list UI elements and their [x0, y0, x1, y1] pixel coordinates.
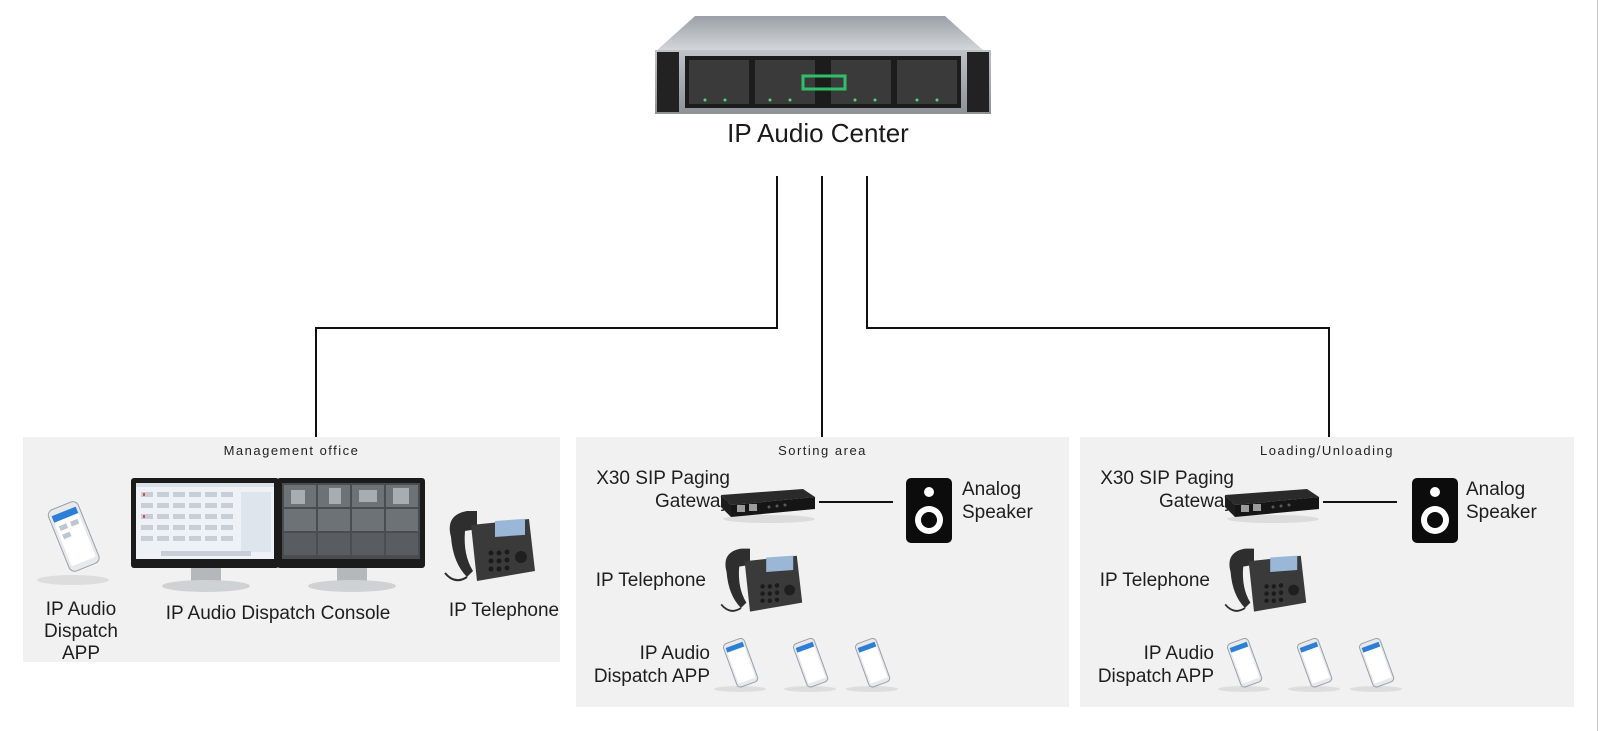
speaker-label: Analog Speaker: [1466, 479, 1537, 523]
connection-line: [866, 327, 1330, 329]
connection-line: [821, 176, 823, 437]
mobile-phone-icon: [714, 638, 898, 692]
desk-telephone-icon: [720, 548, 803, 612]
zone-title: Management office: [223, 443, 360, 458]
gateway-box-icon: [721, 489, 815, 523]
gateway-label: X30 SIP Paging Gateway: [1100, 468, 1234, 512]
page-edge-line: [1597, 0, 1598, 731]
connection-line: [1328, 327, 1330, 437]
telephone-label: IP Telephone: [595, 570, 706, 591]
zone-panel-loading-unloading: Loading/Unloading X30 SIP Paging Gateway…: [1080, 437, 1574, 707]
mobile-phone-icon: [37, 501, 109, 585]
zone-panel-sorting-area: Sorting area X30 SIP Paging Gateway Anal…: [576, 437, 1069, 707]
speaker-icon: [906, 478, 952, 543]
telephone-label: IP Telephone: [448, 600, 560, 621]
desk-telephone-icon: [444, 511, 535, 582]
app-label: IP Audio Dispatch APP: [593, 643, 710, 687]
speaker-icon: [1412, 478, 1458, 543]
speaker-label: Analog Speaker: [962, 479, 1033, 523]
mobile-phone-icon: [1218, 638, 1402, 692]
center-title: IP Audio Center: [727, 118, 909, 148]
gateway-label: X30 SIP Paging Gateway: [596, 468, 730, 512]
gateway-box-icon: [1225, 489, 1319, 523]
connection-line: [315, 327, 778, 329]
connection-line: [866, 176, 868, 329]
zone-panel-management-office: Management office IP Audio Dispatch APP: [23, 437, 560, 664]
zone-title: Sorting area: [778, 443, 867, 458]
desk-telephone-icon: [1224, 548, 1307, 612]
console-label: IP Audio Dispatch Console: [165, 603, 391, 624]
connection-line: [819, 501, 893, 503]
telephone-label: IP Telephone: [1099, 570, 1210, 591]
connection-line: [315, 327, 317, 437]
app-label: IP Audio Dispatch APP: [1097, 643, 1214, 687]
connection-line: [776, 176, 778, 329]
zone-title: Loading/Unloading: [1260, 443, 1394, 458]
connection-line: [1323, 501, 1397, 503]
rack-server-icon: [655, 16, 991, 114]
app-label: IP Audio Dispatch APP: [44, 599, 118, 664]
monitor-icon: [131, 478, 425, 592]
